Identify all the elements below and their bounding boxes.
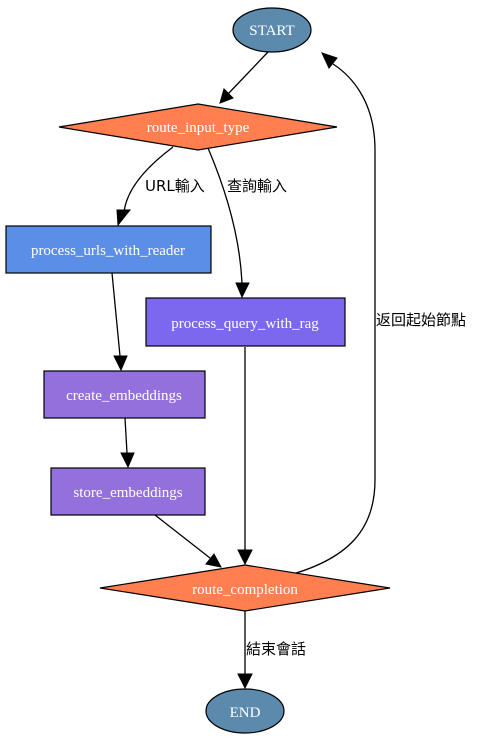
node-create-embeddings[interactable]: create_embeddings xyxy=(43,370,206,419)
arrowhead xyxy=(237,549,253,566)
node-start-shape xyxy=(232,7,312,53)
node-route-completion-shape xyxy=(99,564,391,612)
node-start[interactable]: START xyxy=(232,7,312,53)
arrowhead xyxy=(116,209,132,227)
node-process-query-shape xyxy=(145,297,346,347)
node-process-query-with-rag[interactable]: process_query_with_rag xyxy=(145,297,346,347)
arrowhead xyxy=(113,355,128,372)
node-create-embeddings-shape xyxy=(43,370,206,419)
node-route-input-type[interactable]: route_input_type xyxy=(58,103,338,151)
node-route-input-type-label: route_input_type xyxy=(147,120,250,136)
arrowhead xyxy=(205,553,222,568)
node-process-query-label: process_query_with_rag xyxy=(171,316,319,332)
node-route-input-type-shape xyxy=(58,103,338,151)
node-route-completion-label: route_completion xyxy=(192,582,298,598)
node-store-embeddings[interactable]: store_embeddings xyxy=(50,467,206,516)
arrowhead xyxy=(120,452,135,469)
edge-route-input-to-process-query xyxy=(207,147,243,284)
edge-create-embeddings-to-store-embeddings xyxy=(124,417,128,454)
edge-route-input-to-process-urls xyxy=(123,146,174,214)
node-end-shape xyxy=(205,688,285,734)
node-process-urls-shape xyxy=(5,225,212,274)
edge-labels: URL輸入 查詢輸入 返回起始節點 結束會話 xyxy=(145,177,466,658)
arrowhead xyxy=(235,282,250,299)
node-end-label: END xyxy=(230,705,261,721)
node-start-label: START xyxy=(249,23,294,39)
arrowhead xyxy=(219,88,234,104)
edge-route-completion-to-start xyxy=(281,63,376,578)
node-create-embeddings-label: create_embeddings xyxy=(66,388,182,404)
edges xyxy=(111,51,376,690)
edge-store-embeddings-to-route-completion xyxy=(154,514,211,559)
node-end[interactable]: END xyxy=(205,688,285,734)
edge-label-end-session: 結束會話 xyxy=(246,640,306,658)
arrowhead xyxy=(321,52,338,69)
node-process-urls-label: process_urls_with_reader xyxy=(31,243,185,259)
edge-label-return-start: 返回起始節點 xyxy=(376,311,466,329)
arrowhead xyxy=(237,673,253,690)
edge-start-to-route-input xyxy=(227,51,269,95)
edge-label-url-input: URL輸入 xyxy=(145,177,205,195)
edge-label-query-input: 查詢輸入 xyxy=(227,177,287,195)
node-store-embeddings-shape xyxy=(50,467,206,516)
edge-process-urls-to-create-embeddings xyxy=(111,272,121,357)
node-store-embeddings-label: store_embeddings xyxy=(73,485,182,501)
node-route-completion[interactable]: route_completion xyxy=(99,564,391,612)
node-process-urls-with-reader[interactable]: process_urls_with_reader xyxy=(5,225,212,274)
